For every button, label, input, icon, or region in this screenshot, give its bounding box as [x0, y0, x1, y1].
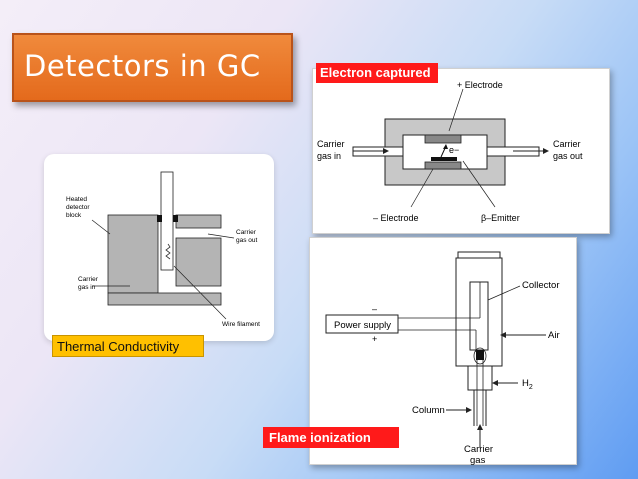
flame-diagram: Power supply – + Collector Air H2 Column…	[325, 251, 560, 466]
collector-label: Collector	[522, 280, 560, 291]
slide-title: Detectors in GC	[24, 49, 261, 83]
air-arrowhead	[500, 332, 506, 338]
leader-heated	[91, 219, 111, 235]
electron-caption: Electron captured	[316, 63, 438, 83]
heated-label-1: Heated	[66, 196, 87, 203]
electron-caption-text: Electron captured	[320, 65, 431, 80]
plus-sign: +	[372, 334, 377, 344]
air-label: Air	[548, 330, 560, 341]
thermal-caption-text: Thermal Conductivity	[57, 339, 180, 354]
flame-caption-text: Flame ionization	[269, 430, 371, 445]
e-label: e−	[449, 145, 459, 155]
out-label-1: Carrier	[236, 229, 257, 236]
power-supply-label: Power supply	[334, 320, 391, 331]
leader-plus	[448, 88, 464, 132]
contact-left	[157, 215, 162, 222]
block-right	[175, 237, 222, 287]
thermal-panel: Heated detector block Carrier gas out Ca…	[44, 154, 274, 341]
minus-sign: –	[372, 304, 377, 314]
heated-label-2: detector	[66, 204, 90, 211]
ecd-in-label-1: Carrier	[317, 139, 345, 149]
flame-jet	[476, 350, 484, 360]
electron-panel: e− + Electrode Carrier gas in Carrier ga…	[312, 68, 610, 234]
plus-electrode-label: + Electrode	[457, 80, 503, 90]
electron-arrowhead	[443, 144, 448, 149]
carrier-label-2: gas	[470, 455, 486, 466]
block-top-right	[175, 214, 222, 229]
out-label-2: gas out	[236, 237, 258, 244]
leader-filament	[173, 265, 227, 320]
chimney	[457, 251, 501, 258]
flame-caption: Flame ionization	[263, 427, 399, 448]
power-supply-box	[325, 314, 399, 334]
minus-electrode-label: – Electrode	[373, 213, 419, 223]
minus-electrode	[424, 161, 462, 170]
contact-right	[173, 215, 178, 222]
flow-in-head	[383, 148, 389, 154]
in-label-1: Carrier	[78, 276, 99, 283]
plus-electrode	[424, 134, 462, 144]
filament-label: Wire filament	[222, 321, 260, 328]
ecd-in-label-2: gas in	[317, 151, 341, 161]
ecd-out-label-2: gas out	[553, 151, 583, 161]
collector-leader	[487, 285, 521, 301]
lower-body	[467, 365, 493, 391]
h2-label: H2	[522, 378, 533, 391]
h2-arrowhead	[492, 380, 498, 386]
emitter-foil	[431, 157, 457, 161]
heated-label-3: block	[66, 212, 82, 219]
collector	[469, 281, 489, 351]
block-left	[107, 214, 159, 294]
leader-minus	[410, 168, 434, 208]
leader-out	[207, 233, 235, 239]
carrier-arrowhead	[477, 424, 483, 430]
in-label-2: gas in	[78, 284, 96, 291]
block-bottom	[107, 292, 222, 306]
column-label: Column	[412, 405, 445, 416]
column-arrowhead	[466, 407, 472, 413]
title-box: Detectors in GC	[12, 33, 293, 102]
electron-diagram: e− + Electrode Carrier gas in Carrier ga…	[317, 80, 583, 223]
thermal-caption: Thermal Conductivity	[52, 335, 204, 357]
emitter-label: β–Emitter	[481, 213, 520, 223]
leader-emitter	[462, 160, 496, 208]
carrier-label-1: Carrier	[464, 444, 493, 455]
thermal-diagram: Heated detector block Carrier gas out Ca…	[66, 171, 260, 328]
flame	[473, 347, 487, 365]
ecd-out-label-1: Carrier	[553, 139, 581, 149]
filament-wire	[165, 243, 171, 260]
flow-out-head	[543, 148, 549, 154]
